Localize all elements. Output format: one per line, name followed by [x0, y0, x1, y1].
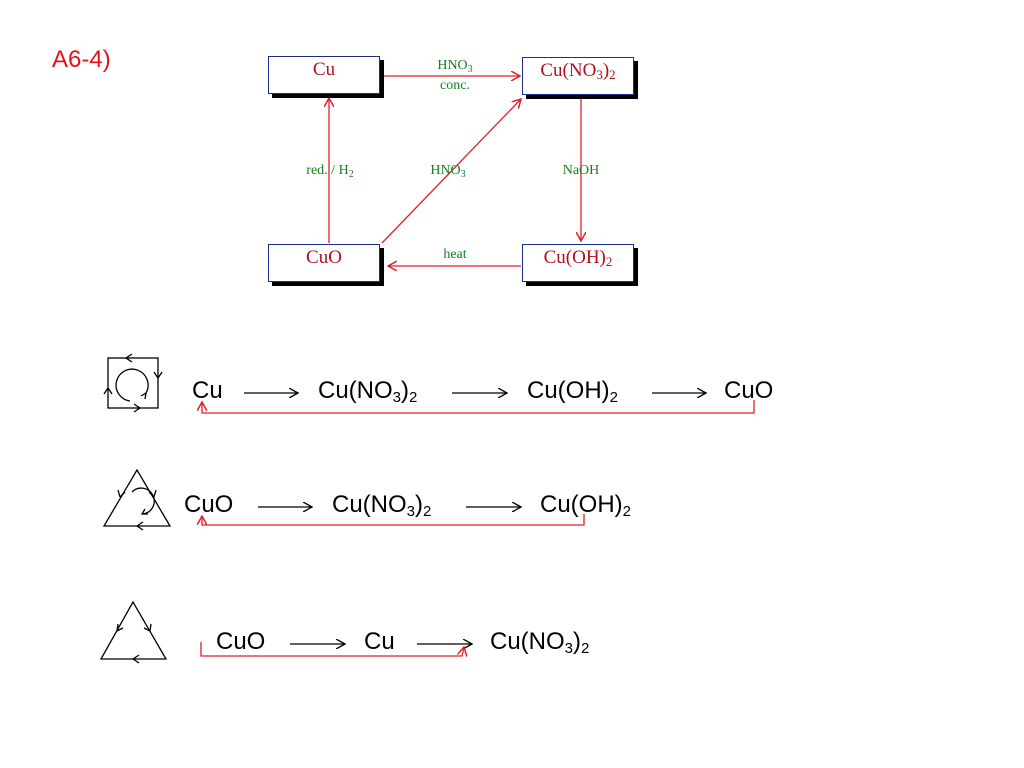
- triangle-icon: [99, 600, 168, 664]
- node-cuo: CuO: [268, 244, 380, 282]
- seq2-return-line: [202, 514, 585, 526]
- label-hno3-conc: HNO3 conc.: [437, 58, 473, 93]
- node-cu: Cu: [268, 56, 380, 94]
- seq2-cu-oh-2: Cu(OH)2: [540, 491, 632, 520]
- seq1-cu-oh-2: Cu(OH)2: [527, 377, 619, 406]
- label-naoh: NaOH: [562, 163, 600, 178]
- seq3-cuo: CuO: [216, 628, 266, 655]
- arrow-cuo-to-cuno3: [381, 99, 521, 244]
- label-hno3: HNO3: [430, 163, 466, 180]
- slide-title: A6-4): [52, 46, 111, 73]
- label-red-h2: red. / H2: [306, 163, 354, 180]
- seq1-cuo: CuO: [724, 377, 774, 404]
- seq2-cu-no3-2: Cu(NO3)2: [332, 491, 432, 520]
- seq1-return-line: [202, 400, 755, 414]
- node-cu-no3-2: Cu(NO3)2: [522, 57, 634, 95]
- triangle-cycle-icon: [102, 468, 172, 531]
- seq1-cu: Cu: [192, 377, 223, 404]
- square-cycle-icon: [103, 353, 163, 413]
- label-heat: heat: [443, 247, 467, 262]
- seq3-cu: Cu: [364, 628, 395, 655]
- seq3-return-line: [200, 642, 464, 656]
- seq2-cuo: CuO: [184, 491, 234, 518]
- node-cu-oh-2: Cu(OH)2: [522, 244, 634, 282]
- seq3-cu-no3-2: Cu(NO3)2: [490, 628, 590, 657]
- seq1-cu-no3-2: Cu(NO3)2: [318, 377, 418, 406]
